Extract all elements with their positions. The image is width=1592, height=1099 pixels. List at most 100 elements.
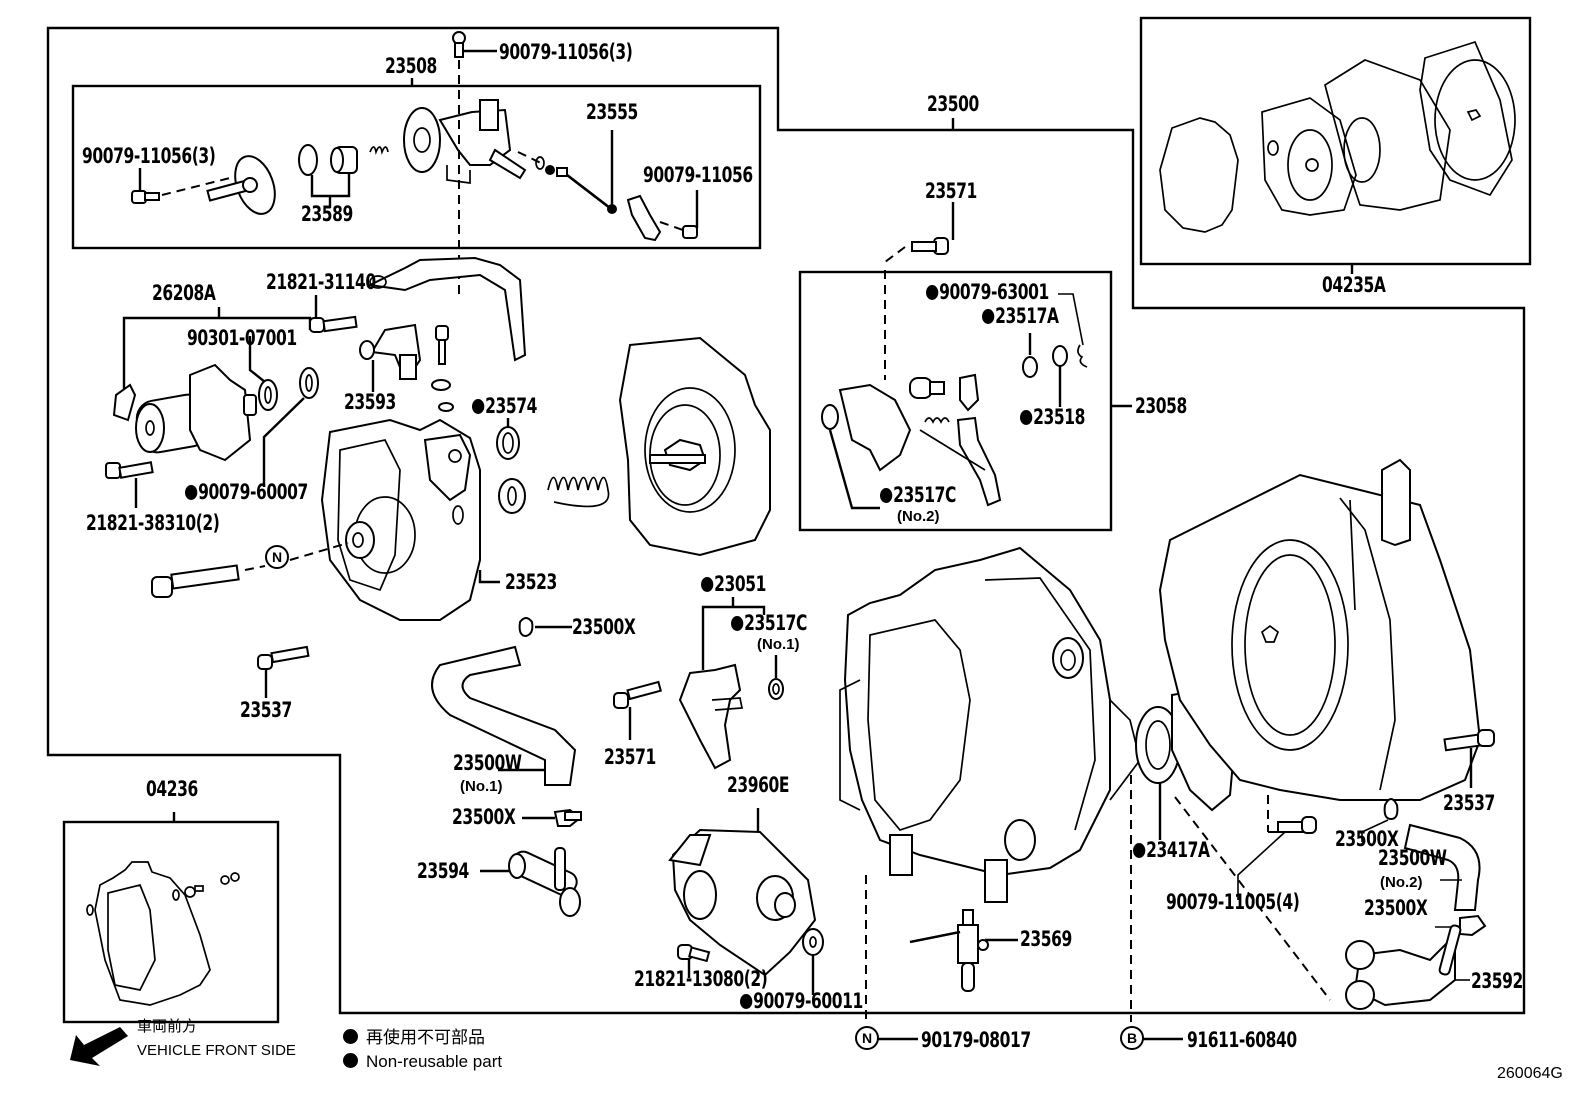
part-spring-small: [369, 146, 389, 155]
non-reusable-dot-icon: [185, 485, 198, 500]
part-diaphragm-cover: [618, 336, 771, 557]
label-23500W-no1: 23500W: [453, 751, 522, 775]
part-23523-body: [320, 418, 500, 621]
sublabel-no1-a: (No.1): [757, 636, 800, 653]
label-04236: 04236: [146, 777, 198, 801]
label-23517C-no2: 23517C: [880, 485, 956, 506]
assembly-boundary-23500: [46, 26, 1526, 1015]
part-23537-bolt-left: [257, 645, 310, 698]
non-reusable-dot-icon: [731, 616, 744, 631]
part-23500X-clamp-mid: [522, 808, 582, 827]
part-23569-valve: [909, 909, 1018, 992]
part-90079-63001-clip: [1058, 293, 1088, 368]
label-23537-right: 23537: [1443, 791, 1495, 815]
legend-front-en: VEHICLE FRONT SIDE: [137, 1042, 296, 1059]
kit-box-04235A: [1139, 16, 1532, 266]
part-bolt-with-n-washer: [151, 542, 349, 598]
part-23500X-clamp-right1: [1361, 798, 1399, 842]
label-90079-60007: 90079-60007: [185, 482, 308, 503]
part-bolt-21821-38310: [105, 461, 154, 508]
kit-box-04236: [62, 820, 280, 1024]
part-23517A-washer: [1022, 333, 1038, 378]
part-main-regulator-housing: [839, 546, 1141, 903]
sublabel-no2-b: (No.2): [1380, 874, 1423, 891]
part-23594-fitting: [480, 847, 581, 917]
non-reusable-dot-icon: [1133, 843, 1146, 858]
part-bolt-21821-13080: [677, 944, 711, 978]
vehicle-front-arrow-icon: [70, 1027, 128, 1066]
part-23500W-hose-no1: [431, 645, 577, 786]
label-90079-11056: 90079-11056: [643, 163, 753, 187]
part-23508-valve-body: [403, 99, 527, 184]
non-reusable-dot-icon: [740, 994, 753, 1009]
label-23500X-right2: 23500X: [1364, 896, 1428, 920]
label-23589: 23589: [301, 202, 353, 226]
part-small-bolt: [431, 325, 454, 412]
part-26208A-actuator: [112, 307, 312, 462]
part-23571-bolt-top: [884, 202, 955, 380]
label-23574: 23574: [472, 396, 537, 417]
label-23594: 23594: [417, 859, 469, 883]
n-symbol-callout: N: [855, 1026, 879, 1050]
part-23593-elbow: [359, 323, 422, 392]
part-bracket-top: [366, 256, 527, 362]
non-reusable-dot-icon: [1020, 410, 1033, 425]
label-21821-13080-2: 21821-13080(2): [634, 967, 768, 991]
label-90179-08017: 90179-08017: [921, 1028, 1031, 1052]
part-23574-oring: [496, 418, 520, 460]
label-23523: 23523: [505, 570, 557, 594]
label-23500X-right1: 23500X: [1335, 827, 1399, 851]
label-23500W-no2: 23500W: [1378, 846, 1447, 870]
legend-front-jp: 車両前方: [137, 1018, 198, 1035]
label-90079-60011: 90079-60011: [740, 991, 863, 1012]
part-90079-60007-oring: [262, 367, 319, 487]
label-21821-38310-2: 21821-38310(2): [86, 511, 220, 535]
part-90301-07001-oring: [248, 336, 278, 411]
label-23571-top: 23571: [925, 179, 977, 203]
label-90079-63001: 90079-63001: [926, 282, 1049, 303]
legend-nonreusable-jp: 再使用不可部品: [343, 1029, 485, 1046]
non-reusable-dot-icon: [982, 309, 995, 324]
part-23517C-no1-oring: [768, 655, 784, 700]
non-reusable-dot-icon: [472, 399, 485, 414]
label-23592: 23592: [1471, 969, 1523, 993]
legend-nonreusable-en: Non-reusable part: [343, 1053, 502, 1070]
part-23555-needle: [517, 130, 617, 214]
label-91611-60840: 91611-60840: [1187, 1028, 1297, 1052]
b-symbol-callout: B: [1120, 1026, 1144, 1050]
part-diaphragm-plate: [206, 155, 276, 215]
part-seal-and-spring: [498, 476, 610, 514]
part-23500W-hose-no2: [1403, 823, 1481, 911]
part-23051-lever: [678, 597, 766, 770]
label-23417A: 23417A: [1133, 840, 1210, 861]
part-bolt-90079-11056-left: [131, 168, 231, 204]
label-23555: 23555: [586, 100, 638, 124]
non-reusable-dot-icon: [343, 1029, 358, 1044]
subassembly-box-23508: [71, 84, 762, 250]
non-reusable-dot-icon: [880, 488, 893, 503]
kit-04235A-contents: [1159, 40, 1516, 233]
label-23517A: 23517A: [982, 306, 1059, 327]
label-23593: 23593: [344, 390, 396, 414]
label-23517C-no1: 23517C: [731, 613, 807, 634]
label-23051: 23051: [701, 574, 766, 595]
label-23518: 23518: [1020, 407, 1085, 428]
figure-id: 260064G: [1497, 1065, 1563, 1082]
kit-04236-gasket: [86, 861, 240, 1006]
part-23571-bolt-mid: [613, 680, 662, 740]
part-23537-bolt-right: [1443, 729, 1495, 788]
label-23058: 23058: [1135, 394, 1187, 418]
label-23571-mid: 23571: [604, 745, 656, 769]
part-23960E-actuator: [668, 808, 817, 977]
label-26208A: 26208A: [152, 281, 216, 305]
part-90079-60011-washer: [802, 928, 824, 995]
part-bolt-90079-11005: [1174, 795, 1331, 1001]
part-23589-seal-and-bushing: [298, 144, 358, 208]
label-23500X-mid: 23500X: [452, 805, 516, 829]
label-90079-11056-3-top: 90079-11056(3): [499, 40, 633, 64]
label-23537-left: 23537: [240, 698, 292, 722]
label-21821-31140: 21821-31140: [266, 270, 376, 294]
label-90079-11056-3-left: 90079-11056(3): [82, 144, 216, 168]
label-23960E: 23960E: [727, 773, 790, 797]
